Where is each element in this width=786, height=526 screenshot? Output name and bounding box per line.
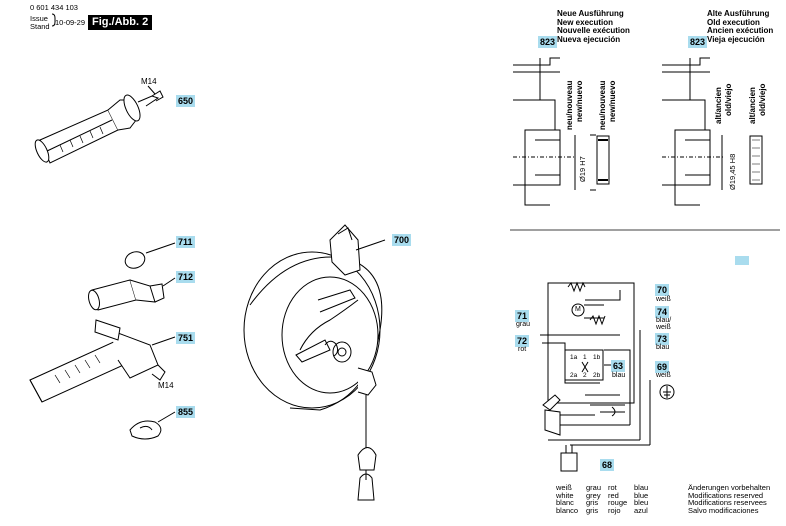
motor-symbol: M <box>575 306 581 313</box>
switch-2b: 2b <box>593 372 601 379</box>
wiring-diagram <box>540 281 675 472</box>
legend-cell: rot <box>608 483 617 492</box>
part-tag-650: 650 <box>176 95 196 107</box>
wire-color-71: grau <box>516 321 531 328</box>
stand-label: Stand <box>30 22 50 31</box>
legend-row-es: blanco gris rojo azul <box>556 507 648 515</box>
legend-cell: blanco <box>556 505 579 515</box>
color-legend: weiß grau rot blau white grey red blue b… <box>556 484 648 514</box>
new-vertical-1: neu/nouveau <box>565 80 574 130</box>
legend-cell: rouge <box>608 498 628 508</box>
ref-tag-823-new: 823 <box>538 36 558 48</box>
notice-fr: Modifications reservees <box>688 498 767 508</box>
wire-color-74-2: weiß <box>656 324 671 331</box>
new-vertical-3: neu/nouveau <box>598 80 607 130</box>
washer-drawing <box>129 411 176 440</box>
legend-cell: blanc <box>556 498 574 508</box>
legend-cell: weiß <box>556 483 572 492</box>
new-line-en: New execution <box>557 17 614 27</box>
color-key-box <box>735 256 749 265</box>
wire-tag-72: 72 <box>515 335 530 347</box>
balancer-drawing <box>243 224 386 501</box>
new-execution-heading: Neue Ausführung New execution Nouvelle e… <box>557 9 630 44</box>
notice-en: Modifications reserved <box>688 490 764 500</box>
wire-tag-63: 63 <box>611 360 626 372</box>
legend-cell: grau <box>586 483 602 492</box>
legend-cell: red <box>608 490 619 500</box>
old-execution-section <box>662 57 763 206</box>
legend-row-en: white grey red blue <box>556 490 649 500</box>
legend-cell: bleu <box>634 498 649 508</box>
legend-cell: grey <box>586 490 601 500</box>
new-line-de: Neue Ausführung <box>557 9 624 18</box>
old-execution-heading: Alte Ausführung Old execution Ancien exé… <box>707 9 774 44</box>
old-vertical-1: alt/ancien <box>714 87 723 124</box>
notice-es: Salvo modificaciones <box>688 505 759 515</box>
new-execution-section <box>513 57 610 206</box>
figure-label: Fig./Abb. 2 <box>88 15 153 30</box>
part-number: 0 601 434 103 <box>30 3 78 12</box>
legend-row-fr: blanc gris rouge bleu <box>556 499 648 507</box>
switch-2a: 2a <box>570 372 578 379</box>
wire-tag-71: 71 <box>515 310 530 322</box>
grip-handle-drawing <box>29 319 176 403</box>
adapter-drawing <box>88 277 176 311</box>
old-vertical-2: old/viejo <box>724 83 733 116</box>
legend-cell: azul <box>634 505 648 515</box>
legend-cell: blue <box>634 490 649 500</box>
part-tag-711: 711 <box>176 236 195 248</box>
legend-cell: white <box>556 490 574 500</box>
issue-label: Issue <box>30 14 48 23</box>
side-handle-drawing <box>34 85 164 164</box>
part-tag-712: 712 <box>176 271 196 283</box>
new-line-es: Nueva ejecución <box>557 34 621 44</box>
switch-1b: 1b <box>593 354 601 361</box>
modifications-notice: Änderungen vorbehalten Modifications res… <box>688 484 770 514</box>
switch-2: 2 <box>583 372 587 379</box>
legend-cell: rojo <box>608 505 621 515</box>
old-line-en: Old execution <box>707 17 760 27</box>
legend-cell: gris <box>586 498 599 508</box>
old-line-es: Vieja ejecución <box>707 34 765 44</box>
new-dimension: Ø19 H7 <box>578 156 587 182</box>
o-ring-drawing <box>124 251 146 269</box>
legend-row-de: weiß grau rot blau <box>556 484 648 492</box>
new-vertical-2: new/nuevo <box>575 80 584 122</box>
old-vertical-3: alt/ancien <box>748 87 757 124</box>
wire-color-69: weiß <box>656 372 671 379</box>
issue-date: 10-09-29 <box>55 18 86 27</box>
ref-tag-823-old: 823 <box>688 36 708 48</box>
wire-tag-73: 73 <box>655 333 670 345</box>
wire-color-74: blau/ <box>656 317 672 324</box>
switch-1: 1 <box>583 354 587 361</box>
thread-label: M14 <box>141 77 157 86</box>
old-dimension: Ø19,45 H8 <box>728 153 737 190</box>
wire-color-72: rot <box>518 346 527 353</box>
old-line-fr: Ancien exécution <box>707 26 774 35</box>
old-vertical-4: old/viejo <box>758 83 767 116</box>
part-tag-751: 751 <box>176 332 196 344</box>
wire-color-63: blau <box>612 372 626 379</box>
wire-tag-74: 74 <box>655 306 670 318</box>
new-vertical-4: new/nuevo <box>608 80 617 122</box>
legend-cell: gris <box>586 505 599 515</box>
old-line-de: Alte Ausführung <box>707 9 770 18</box>
wire-tag-70: 70 <box>655 284 670 296</box>
wire-color-73: blau <box>656 344 670 351</box>
legend-cell: blau <box>634 483 649 492</box>
part-tag-855: 855 <box>176 406 196 418</box>
switch-1a: 1a <box>570 354 578 361</box>
thread-label-2: M14 <box>158 381 174 390</box>
wire-color-70: weiß <box>656 296 671 303</box>
wire-tag-69: 69 <box>655 361 670 373</box>
notice-de: Änderungen vorbehalten <box>688 483 771 492</box>
part-tag-700: 700 <box>392 234 412 246</box>
new-line-fr: Nouvelle exécution <box>557 26 630 35</box>
wire-tag-68: 68 <box>600 459 615 471</box>
